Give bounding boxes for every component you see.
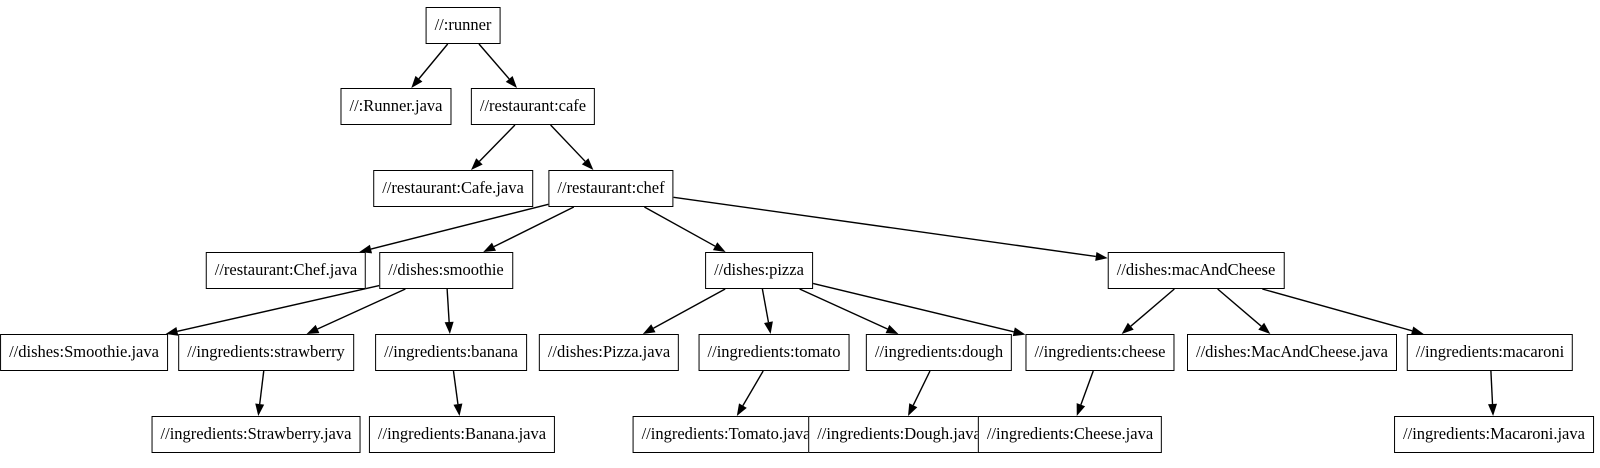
- graph-node-macaroni-java: //ingredients:Macaroni.java: [1394, 416, 1594, 453]
- arrowhead-icon: [1076, 403, 1086, 416]
- arrowhead-icon: [885, 324, 899, 334]
- arrowhead-icon: [1095, 252, 1108, 261]
- graph-node-runner: //:runner: [425, 7, 501, 44]
- edge-macandcheese-to-macaroni: [1262, 288, 1424, 336]
- graph-node-cafe: //restaurant:cafe: [470, 88, 596, 125]
- graph-node-dough: //ingredients:dough: [865, 334, 1013, 371]
- graph-node-chef: //restaurant:chef: [548, 170, 674, 207]
- edge-strawberry-to-strawberry_java: [255, 370, 265, 416]
- edge-cafe-to-cafe_java: [471, 124, 516, 170]
- arrowhead-icon: [908, 403, 918, 416]
- graph-node-chef-java: //restaurant:Chef.java: [205, 252, 367, 289]
- arrowhead-icon: [306, 324, 320, 334]
- graph-node-macaroni: //ingredients:macaroni: [1406, 334, 1574, 371]
- arrowhead-icon: [581, 158, 594, 170]
- edge-banana-to-banana_java: [452, 370, 463, 416]
- graph-node-cheese-java: //ingredients:Cheese.java: [977, 416, 1163, 453]
- arrowhead-icon: [1258, 322, 1271, 334]
- graph-node-strawberry-java: //ingredients:Strawberry.java: [151, 416, 361, 453]
- edge-pizza-to-dough: [799, 288, 899, 334]
- arrowhead-icon: [255, 403, 265, 416]
- arrowhead-icon: [483, 242, 496, 252]
- edge-runner-to-cafe: [478, 43, 518, 88]
- graph-node-macandcheese: //dishes:macAndCheese: [1107, 252, 1285, 289]
- graph-node-banana-java: //ingredients:Banana.java: [368, 416, 556, 453]
- arrowhead-icon: [1488, 403, 1498, 416]
- graph-node-strawberry: //ingredients:strawberry: [178, 334, 354, 371]
- edge-cafe-to-chef: [550, 124, 594, 170]
- arrowhead-icon: [444, 321, 454, 334]
- edge-pizza-to-tomato: [761, 288, 773, 334]
- edge-macandcheese-to-macandcheese_java: [1217, 288, 1271, 334]
- arrowhead-icon: [642, 324, 656, 334]
- arrowhead-icon: [453, 403, 463, 416]
- edge-cheese-to-cheese_java: [1076, 370, 1094, 416]
- edge-runner-to-runner_java: [411, 43, 449, 88]
- arrowhead-icon: [1121, 322, 1134, 334]
- edge-macandcheese-to-cheese: [1121, 288, 1175, 334]
- edge-pizza-to-pizza_java: [642, 288, 726, 334]
- edge-chef-to-pizza: [644, 206, 726, 252]
- edge-dough-to-dough_java: [908, 370, 931, 416]
- graph-node-pizza: //dishes:pizza: [705, 252, 813, 289]
- arrowhead-icon: [712, 242, 726, 252]
- edge-chef-to-smoothie: [483, 206, 575, 252]
- graph-node-tomato-java: //ingredients:Tomato.java: [632, 416, 820, 453]
- graph-node-macandcheese-java: //dishes:MacAndCheese.java: [1187, 334, 1397, 371]
- edge-chef-to-chef_java: [359, 203, 549, 254]
- edge-macaroni-to-macaroni_java: [1488, 370, 1498, 416]
- arrowhead-icon: [736, 403, 747, 416]
- arrowhead-icon: [505, 75, 518, 88]
- graph-node-tomato: //ingredients:tomato: [698, 334, 850, 371]
- arrowhead-icon: [1012, 327, 1026, 337]
- arrowhead-icon: [764, 321, 773, 334]
- edge-pizza-to-cheese: [812, 282, 1026, 337]
- graph-node-pizza-java: //dishes:Pizza.java: [538, 334, 680, 371]
- arrowhead-icon: [411, 75, 423, 88]
- edge-smoothie-to-smoothie_java: [165, 284, 380, 336]
- graph-node-cheese: //ingredients:cheese: [1025, 334, 1175, 371]
- graph-node-banana: //ingredients:banana: [375, 334, 527, 371]
- arrowhead-icon: [471, 158, 483, 170]
- edge-smoothie-to-strawberry: [306, 288, 406, 334]
- edge-smoothie-to-banana: [444, 288, 454, 334]
- graph-node-cafe-java: //restaurant:Cafe.java: [373, 170, 533, 207]
- graph-node-dough-java: //ingredients:Dough.java: [808, 416, 990, 453]
- graph-node-smoothie: //dishes:smoothie: [379, 252, 513, 289]
- edge-tomato-to-tomato_java: [736, 370, 764, 416]
- graph-node-smoothie-java: //dishes:Smoothie.java: [0, 334, 168, 371]
- graph-node-runner-java: //:Runner.java: [340, 88, 452, 125]
